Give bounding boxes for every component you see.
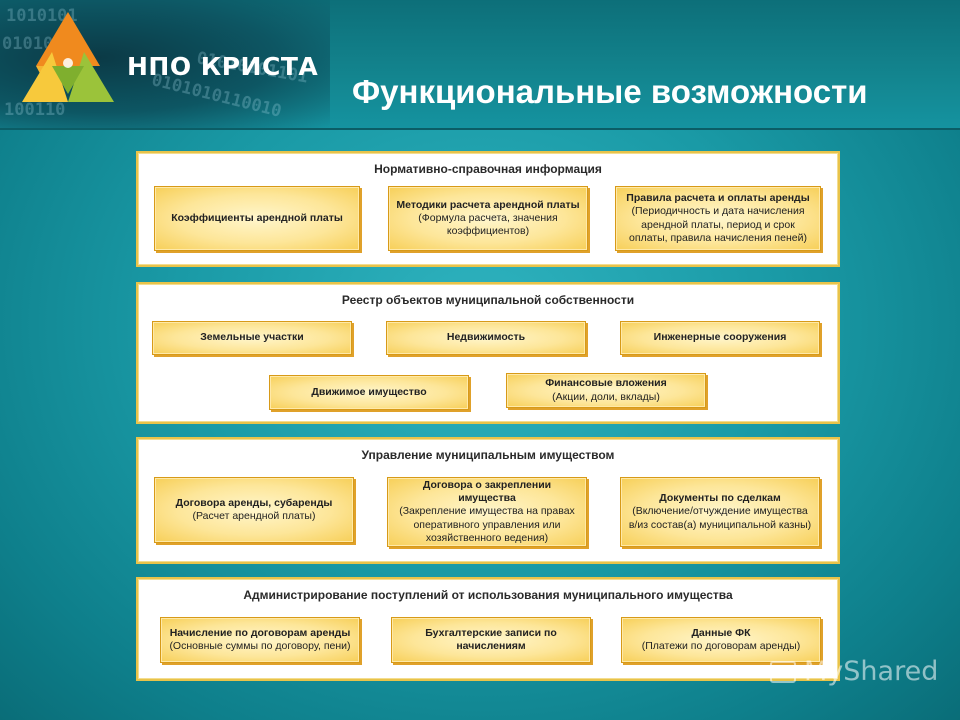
box-label: Коэффициенты арендной платы — [171, 211, 343, 224]
page-title: Функциональные возможности — [352, 73, 868, 110]
box-fk-data[interactable]: Данные ФК (Платежи по договорам аренды) — [621, 617, 821, 663]
box-sublabel: (Акции, доли, вклады) — [552, 390, 660, 403]
panel-property-registry: Реестр объектов муниципальной собственно… — [136, 282, 840, 424]
box-rent-rules[interactable]: Правила расчета и оплаты аренды (Периоди… — [615, 186, 821, 251]
box-label: Движимое имущество — [311, 385, 427, 398]
panel-reference-info: Нормативно-справочная информация Коэффиц… — [136, 151, 840, 267]
presentation-icon — [770, 660, 796, 683]
box-sublabel: (Формула расчета, значения коэффициентов… — [418, 211, 558, 238]
box-financial-investments[interactable]: Финансовые вложения (Акции, доли, вклады… — [506, 373, 706, 408]
box-label: Начисление по договорам аренды — [169, 626, 351, 639]
box-movable-property[interactable]: Движимое имущество — [269, 375, 469, 410]
panel-title: Администрирование поступлений от использ… — [243, 588, 733, 602]
box-lease-accruals[interactable]: Начисление по договорам аренды (Основные… — [160, 617, 360, 663]
panel-property-management: Управление муниципальным имуществом Дого… — [136, 437, 840, 564]
panel-title: Реестр объектов муниципальной собственно… — [341, 293, 635, 307]
box-assignment-contracts[interactable]: Договора о закреплении имущества (Закреп… — [387, 477, 587, 547]
box-engineering-structures[interactable]: Инженерные сооружения — [620, 321, 820, 355]
logo-icon — [22, 12, 114, 102]
box-sublabel: (Платежи по договорам аренды) — [641, 640, 801, 652]
box-accounting-entries[interactable]: Бухгалтерские записи по начислениям — [391, 617, 591, 663]
box-label: Земельные участки — [200, 331, 304, 344]
panel-title: Управление муниципальным имуществом — [361, 448, 615, 462]
header-band: 1010101 01010 0101010110010 01010101101 … — [0, 0, 960, 130]
binary-decoration: 100110 — [4, 100, 66, 120]
box-label: Договора о закреплении имущества — [422, 479, 552, 505]
panel-title: Нормативно-справочная информация — [374, 162, 602, 176]
box-label: Правила расчета и оплаты аренды — [626, 192, 810, 205]
brand-name: НПО КРИСТА — [127, 52, 319, 81]
box-transaction-documents[interactable]: Документы по сделкам (Включение/отчужден… — [620, 477, 820, 547]
watermark-text: MyShared — [804, 656, 939, 687]
box-sublabel: (Основные суммы по договору, пени) — [169, 640, 351, 652]
box-rent-coefficients[interactable]: Коэффициенты арендной платы — [154, 186, 360, 251]
box-real-estate[interactable]: Недвижимость — [386, 321, 586, 355]
binary-decoration: 1010101 — [6, 6, 78, 26]
box-label: Методики расчета арендной платы — [396, 198, 580, 211]
box-sublabel: (Закрепление имущества на правах операти… — [399, 505, 575, 544]
watermark: MyShared — [770, 656, 938, 687]
box-land-plots[interactable]: Земельные участки — [152, 321, 352, 355]
box-sublabel: (Включение/отчуждение имущества в/из сос… — [628, 505, 812, 531]
box-label: Финансовые вложения — [545, 377, 667, 390]
box-label: Инженерные сооружения — [653, 331, 787, 344]
box-label: Данные ФК — [691, 626, 751, 639]
box-label: Недвижимость — [446, 331, 526, 344]
box-rent-methods[interactable]: Методики расчета арендной платы (Формула… — [388, 186, 588, 251]
box-label: Договора аренды, субаренды — [175, 496, 333, 509]
box-sublabel: (Периодичность и дата начисления арендно… — [629, 205, 807, 244]
box-sublabel: (Расчет арендной платы) — [192, 510, 316, 522]
box-label: Бухгалтерские записи по начислениям — [425, 626, 557, 652]
box-label: Документы по сделкам — [659, 492, 781, 505]
binary-decoration: 01010 — [2, 34, 54, 54]
box-lease-contracts[interactable]: Договора аренды, субаренды (Расчет аренд… — [154, 477, 354, 543]
panel-revenue-administration: Администрирование поступлений от использ… — [136, 577, 840, 681]
